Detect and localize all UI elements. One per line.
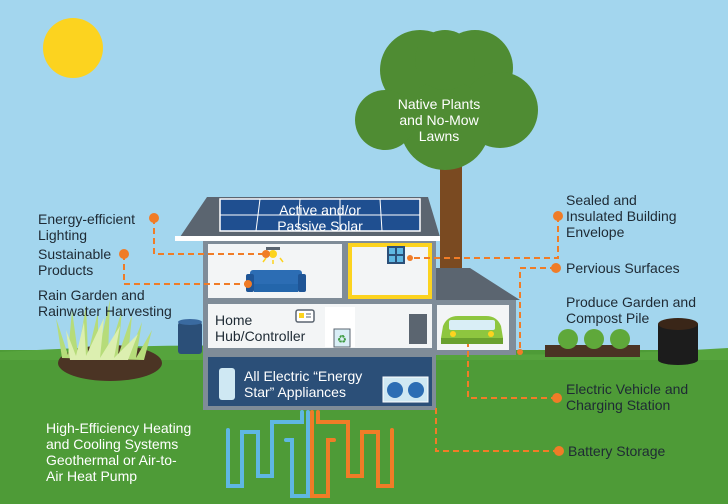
leader-dots: [119, 211, 564, 456]
label-produce-line2: Compost Pile: [566, 310, 650, 326]
label-ev-line2: Charging Station: [566, 397, 671, 413]
label-sealed-envelope: Sealed and Insulated Building Envelope: [566, 192, 677, 240]
label-electric-vehicle: Electric Vehicle and Charging Station: [566, 381, 688, 413]
window-icon: [387, 246, 405, 264]
label-rain-line1: Rain Garden and: [38, 287, 145, 303]
compost-pile-icon: [658, 318, 698, 365]
label-battery-storage: Battery Storage: [568, 443, 666, 459]
label-produce-garden: Produce Garden and Compost Pile: [566, 294, 696, 326]
label-sealed-line3: Envelope: [566, 224, 625, 240]
label-appliances: All Electric “Energy Star” Appliances: [244, 368, 362, 400]
label-hub-line1: Home: [215, 312, 253, 328]
room-hub: [208, 304, 432, 348]
svg-text:♻: ♻: [337, 333, 347, 346]
label-lighting: Energy-efficient Lighting: [38, 211, 135, 243]
label-active-solar: Active and/or Passive Solar: [262, 202, 378, 234]
label-produce-line1: Produce Garden and: [566, 294, 696, 310]
label-pervious-surfaces: Pervious Surfaces: [566, 260, 680, 276]
label-lighting-line1: Energy-efficient: [38, 211, 136, 227]
label-hvac-line1: High-Efficiency Heating: [46, 420, 192, 436]
rain-barrel-icon: [178, 319, 202, 354]
label-products-line1: Sustainable: [38, 246, 112, 262]
label-hub-line2: Hub/Controller: [215, 328, 306, 344]
rain-garden-icon: [56, 300, 162, 381]
label-native-plants-line3: Lawns: [418, 128, 460, 144]
label-hvac: High-Efficiency Heating and Cooling Syst…: [46, 420, 191, 484]
label-hvac-line4: Air Heat Pump: [46, 468, 138, 484]
garage-roof: [432, 268, 520, 300]
label-lighting-line2: Lighting: [38, 227, 88, 243]
roof-trim: [175, 236, 440, 241]
label-appliances-line1: All Electric “Energy: [244, 368, 363, 384]
solar-panel-icon: [219, 198, 421, 232]
sun-icon: [43, 18, 103, 78]
door-icon: [409, 314, 427, 344]
geothermal-loop-icon: [226, 410, 394, 498]
label-home-hub: Home Hub/Controller: [215, 312, 305, 344]
label-active-solar-line2: Passive Solar: [277, 218, 363, 234]
recycle-bin-icon: ♻: [333, 328, 351, 348]
label-rain-garden: Rain Garden and Rainwater Harvesting: [38, 287, 172, 319]
label-hvac-line3: Geothermal or Air-to-: [46, 452, 177, 468]
label-active-solar-line1: Active and/or: [279, 202, 361, 218]
label-ev-line1: Electric Vehicle and: [566, 381, 689, 397]
label-appliances-line2: Star” Appliances: [244, 384, 346, 400]
controller-icon: [295, 309, 315, 323]
label-native-plants-line1: Native Plants: [397, 96, 481, 112]
leader-lines: [123, 216, 559, 452]
light-bulb-icon: [262, 247, 284, 264]
label-rain-line2: Rainwater Harvesting: [38, 303, 172, 319]
sofa-icon: [246, 270, 306, 292]
washer-dryer-icon: [382, 376, 429, 403]
label-native-plants: Native Plants and No-Mow Lawns: [384, 96, 494, 144]
label-products-line2: Products: [38, 262, 94, 278]
label-hvac-line2: and Cooling Systems: [46, 436, 179, 452]
label-sealed-line1: Sealed and: [566, 192, 637, 208]
produce-garden-icon: [545, 329, 640, 357]
label-native-plants-line2: and No-Mow: [399, 112, 479, 128]
water-heater-icon: [219, 368, 235, 400]
electric-car-icon: [441, 316, 503, 344]
label-sustainable-products: Sustainable Products: [38, 246, 111, 278]
label-sealed-line2: Insulated Building: [566, 208, 677, 224]
